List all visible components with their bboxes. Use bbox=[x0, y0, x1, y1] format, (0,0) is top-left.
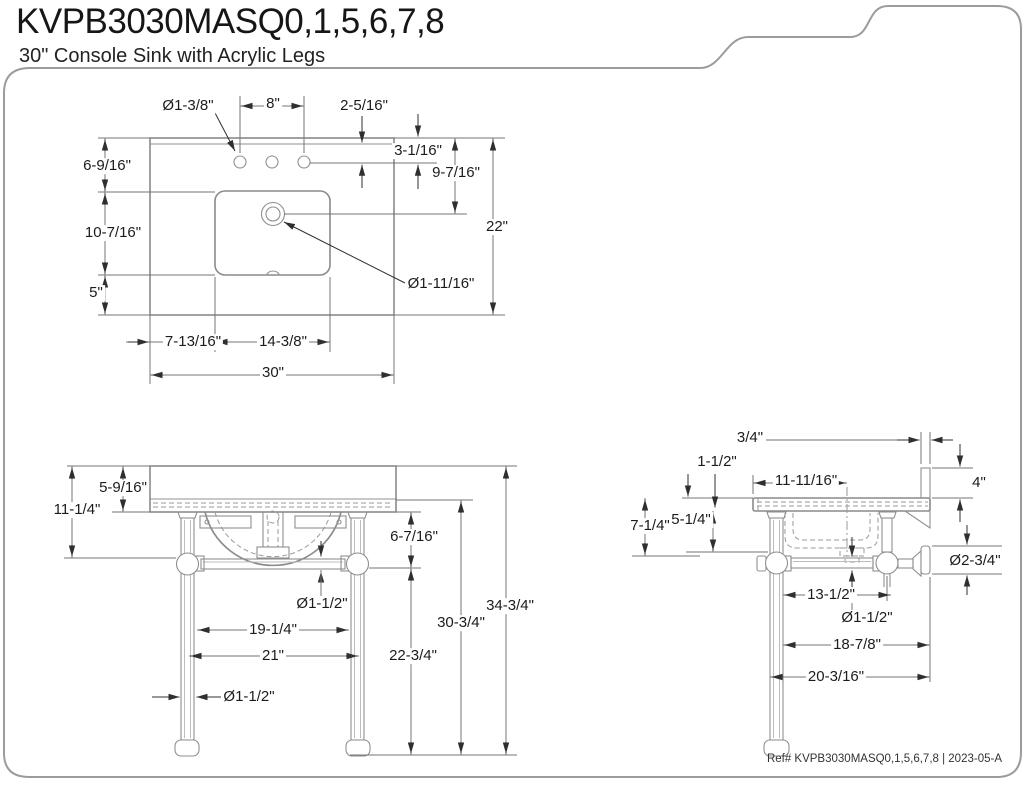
drain-hole bbox=[260, 201, 286, 227]
dim-backsplash-thickness: 3/4" bbox=[734, 429, 766, 447]
reference-number: Ref# KVPB3030MASQ0,1,5,6,7,8 | 2023-05-A bbox=[766, 753, 1002, 765]
dim-deck-to-basin: 6-9/16" bbox=[81, 157, 133, 175]
dim-floor-to-crossbar: 22-3/4" bbox=[387, 647, 439, 665]
right-ball-joint bbox=[345, 552, 370, 576]
dim-basin-width: 14-3/8" bbox=[257, 333, 309, 351]
dim-backsplash-to-holes: 2-5/16" bbox=[338, 97, 390, 115]
dim-deck-to-holes: 3-1/16" bbox=[392, 142, 444, 160]
right-foot bbox=[345, 739, 371, 757]
dim-hole-spacing: 8" bbox=[264, 95, 282, 113]
drain-dia-leader bbox=[283, 221, 406, 284]
page-subtitle: 30" Console Sink with Acrylic Legs bbox=[19, 45, 326, 67]
front-countertop bbox=[149, 465, 397, 513]
faucet-hole-center bbox=[265, 155, 279, 169]
dim-depth: 22" bbox=[483, 218, 511, 236]
dim-drain-diameter: Ø1-11/16" bbox=[405, 275, 477, 293]
side-rail bbox=[790, 557, 874, 569]
front-mounting-brackets bbox=[199, 515, 347, 529]
faucet-hole-right bbox=[297, 155, 311, 169]
faucet-hole-left bbox=[233, 155, 247, 169]
hole-dia-leader bbox=[213, 110, 236, 152]
side-countertop bbox=[752, 467, 931, 530]
dim-underside-to-crossbar: 6-7/16" bbox=[388, 528, 440, 546]
left-foot bbox=[174, 739, 200, 757]
dim-legs-spacing: 21" bbox=[259, 647, 287, 665]
dim-overall-front-to-wall: 20-3/16" bbox=[805, 668, 867, 686]
sheet-border bbox=[3, 5, 1022, 778]
dim-underside-to-basin-bottom: 5-1/4" bbox=[669, 511, 713, 529]
dim-leg-to-wall: 18-7/8" bbox=[831, 636, 883, 654]
dim-deck-to-drain: 9-7/16" bbox=[430, 164, 482, 182]
dim-hole-diameter: Ø1-3/8" bbox=[160, 97, 216, 115]
front-drain-trap bbox=[256, 512, 290, 559]
wall-bracket bbox=[903, 510, 931, 530]
dim-countertop-height: 5-9/16" bbox=[97, 479, 149, 497]
dim-basin-length: 10-7/16" bbox=[82, 224, 144, 242]
side-foot bbox=[763, 739, 790, 757]
dim-top-to-side-rail: 7-1/4" bbox=[628, 517, 672, 535]
dim-wall-flange-diameter: Ø2-3/4" bbox=[947, 552, 1003, 570]
dim-top-to-crossbar: 11-1/4" bbox=[51, 501, 103, 519]
dim-crossbar-diameter: Ø1-1/2" bbox=[294, 595, 350, 613]
wall-flange bbox=[920, 545, 931, 575]
overflow-notch bbox=[266, 270, 280, 276]
left-ball-joint bbox=[175, 552, 200, 576]
front-crossbar bbox=[175, 552, 370, 576]
flange-cone bbox=[912, 549, 922, 578]
front-basin-hidden bbox=[204, 510, 342, 567]
dim-basin-to-front: 5" bbox=[87, 284, 105, 302]
basin-outline bbox=[214, 190, 331, 276]
rear-post bbox=[881, 517, 893, 553]
page-title: KVPB3030MASQ0,1,5,6,7,8 bbox=[16, 2, 445, 41]
dim-overall-width: 30" bbox=[259, 364, 287, 382]
front-rail-stub bbox=[756, 555, 767, 572]
dim-leg-to-rear-post: 13-1/2" bbox=[805, 586, 857, 604]
side-ball-joint-rear bbox=[875, 551, 899, 575]
dim-overall-height: 34-3/4" bbox=[484, 597, 536, 615]
dim-side-rail-diameter: Ø1-1/2" bbox=[839, 609, 895, 627]
dim-leg-diameter: Ø1-1/2" bbox=[221, 688, 277, 706]
front-view-dimensions bbox=[64, 465, 517, 756]
dim-floor-to-underside: 30-3/4" bbox=[435, 614, 487, 632]
dim-basin-offset-left: 7-13/16" bbox=[162, 333, 224, 351]
dim-front-to-drain-center: 11-11/16" bbox=[772, 472, 840, 490]
side-leg-and-rail bbox=[756, 511, 931, 757]
sink-top-outline bbox=[149, 137, 395, 316]
side-ball-joint-front bbox=[764, 551, 789, 575]
front-view bbox=[64, 465, 517, 757]
dim-backsplash-height: 4" bbox=[970, 474, 988, 492]
side-view bbox=[632, 432, 1002, 757]
dim-countertop-thickness: 1-1/2" bbox=[695, 453, 739, 471]
dim-legs-inside-spacing: 19-1/4" bbox=[247, 621, 299, 639]
backsplash bbox=[920, 467, 931, 499]
